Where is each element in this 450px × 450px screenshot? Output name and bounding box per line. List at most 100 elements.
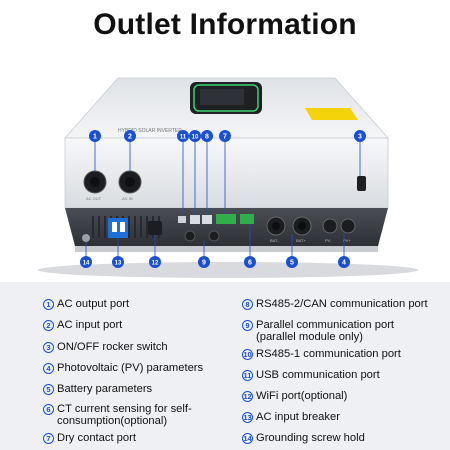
- page-title: Outlet Information: [93, 8, 357, 41]
- legend-number: 12: [242, 391, 253, 402]
- callout-10: 10: [189, 130, 201, 142]
- callout-2: 2: [124, 130, 136, 142]
- legend-text: WiFi port(optional): [256, 390, 348, 402]
- grounding-screw: [82, 234, 90, 242]
- legend-number: 11: [242, 370, 253, 381]
- legend-number: 9: [242, 320, 253, 331]
- floor-shadow: [38, 262, 418, 278]
- parallel-port-1: [184, 230, 196, 242]
- callout-4: 4: [338, 256, 350, 268]
- svg-text:8: 8: [205, 134, 209, 141]
- casing-front: [64, 137, 389, 209]
- svg-text:14: 14: [83, 261, 90, 267]
- svg-text:6: 6: [248, 260, 252, 267]
- warning-sticker: [305, 108, 358, 120]
- label-ac-out: AC OUT: [86, 196, 102, 201]
- casing-label: HYBRID SOLAR INVERTER: [118, 128, 182, 134]
- connector-panel: [65, 208, 388, 246]
- label-pv-minus: PV-: [325, 238, 332, 243]
- svg-text:10: 10: [192, 135, 199, 141]
- callout-leaders: [85, 142, 361, 256]
- svg-text:2: 2: [128, 134, 132, 141]
- legend-text: RS485-2/CAN communication port: [256, 298, 428, 310]
- legend-text: Battery parameters: [57, 383, 153, 395]
- usb-port: [178, 216, 186, 223]
- pv-minus-port: [322, 218, 338, 234]
- pv-plus-port: [340, 218, 356, 234]
- svg-text:12: 12: [152, 261, 159, 267]
- svg-text:9: 9: [202, 260, 206, 267]
- legend-text: AC input port: [57, 319, 123, 331]
- legend-number: 1: [43, 299, 54, 310]
- callout-11: 11: [177, 130, 189, 142]
- callout-badges: 1 2 3 11 10 8 7 14 13 12 9 6 5 4: [80, 130, 366, 268]
- legend-text-line2: consumption(optional): [57, 415, 168, 427]
- callout-1: 1: [89, 130, 101, 142]
- legend-number: 14: [242, 433, 253, 444]
- callout-14: 14: [80, 256, 92, 268]
- callout-3: 3: [354, 130, 366, 142]
- label-pv-plus: PV+: [343, 238, 351, 243]
- parallel-port-2: [208, 230, 220, 242]
- legend-number: 3: [43, 342, 54, 353]
- display-glow: [193, 84, 259, 112]
- legend-number: 7: [43, 433, 54, 444]
- callout-7: 7: [219, 130, 231, 142]
- legend-text: Grounding screw hold: [256, 432, 365, 444]
- ct-port: [240, 214, 254, 224]
- inverter-illustration: HYBRID SOLAR INVERTER: [38, 77, 418, 278]
- svg-text:13: 13: [115, 261, 122, 267]
- label-bat-minus: BAT-: [270, 238, 279, 243]
- legend-text: CT current sensing for self-: [57, 403, 192, 415]
- casing-bottom: [75, 246, 378, 252]
- legend-number: 2: [43, 320, 54, 331]
- rocker-switch: [357, 176, 366, 191]
- legend-number: 5: [43, 384, 54, 395]
- label-bat-plus: BAT+: [296, 238, 306, 243]
- legend-text: AC output port: [57, 298, 130, 310]
- svg-text:11: 11: [180, 135, 187, 141]
- legend-text: Photovoltaic (PV) parameters: [57, 362, 204, 374]
- svg-text:1: 1: [93, 134, 97, 141]
- callout-13: 13: [112, 256, 124, 268]
- rs485-2-port: [202, 215, 212, 224]
- wifi-port: [148, 221, 162, 235]
- callout-9: 9: [198, 256, 210, 268]
- callout-12: 12: [149, 256, 161, 268]
- legend-text: ON/OFF rocker switch: [57, 341, 168, 353]
- dry-contact-port: [216, 214, 236, 224]
- inverter-photo: HYBRID SOLAR INVERTER: [0, 58, 450, 280]
- legend-text-line2: (parallel module only): [256, 331, 363, 343]
- callout-8: 8: [201, 130, 213, 142]
- rs485-1-port: [190, 215, 200, 224]
- legend-number: 8: [242, 299, 253, 310]
- legend-text: Parallel communication port: [256, 319, 395, 331]
- svg-text:3: 3: [358, 134, 362, 141]
- callout-5: 5: [286, 256, 298, 268]
- legend-number: 10: [242, 349, 253, 360]
- legend-text: RS485-1 communication port: [256, 348, 401, 360]
- legend-text: USB communication port: [256, 369, 380, 381]
- label-ac-in: AC IN: [122, 196, 133, 201]
- display-screen: [200, 89, 244, 105]
- svg-text:5: 5: [290, 260, 294, 267]
- svg-text:4: 4: [342, 260, 346, 267]
- callout-6: 6: [244, 256, 256, 268]
- legend-number: 6: [43, 404, 54, 415]
- legend-number: 13: [242, 412, 253, 423]
